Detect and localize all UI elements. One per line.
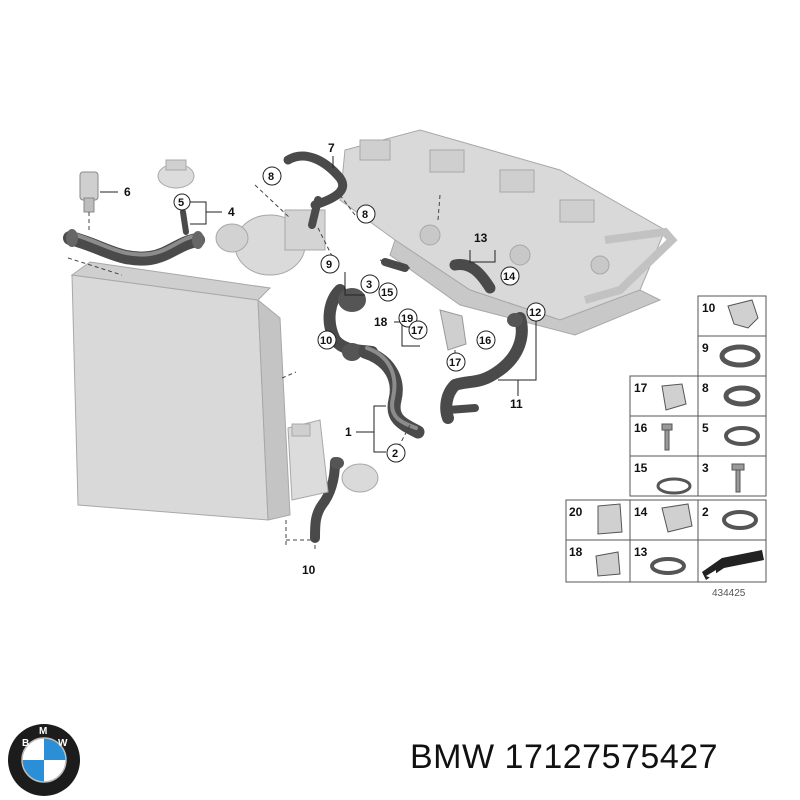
callout-18-lower: 17 bbox=[449, 357, 461, 369]
callout-19: 18 bbox=[374, 315, 388, 329]
callout-7: 7 bbox=[328, 141, 335, 155]
legend-5: 5 bbox=[702, 421, 709, 435]
legend-8: 8 bbox=[702, 381, 709, 395]
legend-9: 9 bbox=[702, 341, 709, 355]
callout-9: 9 bbox=[326, 259, 332, 271]
legend-2: 2 bbox=[702, 505, 709, 519]
logo-letter-m: M bbox=[39, 726, 47, 737]
callout-8-left: 8 bbox=[268, 171, 274, 183]
cylinder-head bbox=[339, 129, 678, 336]
legend-14: 14 bbox=[634, 505, 648, 519]
part-label: BMW 17127575427 bbox=[410, 738, 790, 777]
water-pump bbox=[215, 209, 326, 276]
logo-letter-b: B bbox=[22, 738, 29, 749]
diagram-number: 434425 bbox=[712, 588, 746, 599]
callout-11: 10 bbox=[302, 563, 316, 577]
callout-14: 13 bbox=[474, 231, 488, 245]
legend-15: 15 bbox=[634, 461, 648, 475]
callout-8-right: 8 bbox=[362, 209, 368, 221]
callout-3: 3 bbox=[366, 279, 372, 291]
legend-17: 17 bbox=[634, 381, 648, 395]
callout-16: 15 bbox=[381, 287, 393, 299]
bracket bbox=[439, 309, 467, 351]
expansion-tank-cap bbox=[157, 159, 195, 189]
coolant-filter-housing bbox=[285, 419, 379, 545]
callout-6: 6 bbox=[124, 185, 131, 199]
legend-18: 18 bbox=[569, 545, 583, 559]
radiator bbox=[67, 257, 291, 521]
callout-1: 1 bbox=[345, 425, 352, 439]
brand-name: BMW bbox=[410, 738, 495, 776]
callout-17: 16 bbox=[479, 335, 491, 347]
callout-13: 12 bbox=[529, 307, 541, 319]
callout-5: 5 bbox=[178, 197, 184, 209]
callout-15: 14 bbox=[503, 271, 516, 283]
legend-3: 3 bbox=[702, 461, 709, 475]
legend-16: 16 bbox=[634, 421, 648, 435]
parts-legend: 10 9 17 8 16 5 15 3 20 14 2 18 13 434425 bbox=[565, 295, 767, 599]
bmw-logo: B M W bbox=[8, 724, 80, 796]
legend-20: 20 bbox=[569, 505, 583, 519]
callout-12: 11 bbox=[510, 397, 523, 411]
logo-letter-w: W bbox=[58, 738, 68, 749]
legend-10: 10 bbox=[702, 301, 716, 315]
callout-18-upper: 17 bbox=[411, 325, 423, 337]
callout-20: 19 bbox=[401, 313, 413, 325]
callout-2: 2 bbox=[392, 448, 398, 460]
part-number: 17127575427 bbox=[504, 738, 719, 776]
legend-13: 13 bbox=[634, 545, 648, 559]
callouts: 6 5 4 7 8 8 9 3 15 10 13 14 18 bbox=[100, 141, 546, 577]
temperature-sensor bbox=[79, 171, 99, 232]
callout-4: 4 bbox=[228, 205, 235, 219]
callout-10: 10 bbox=[320, 335, 332, 347]
coolant-hoses bbox=[63, 151, 528, 543]
